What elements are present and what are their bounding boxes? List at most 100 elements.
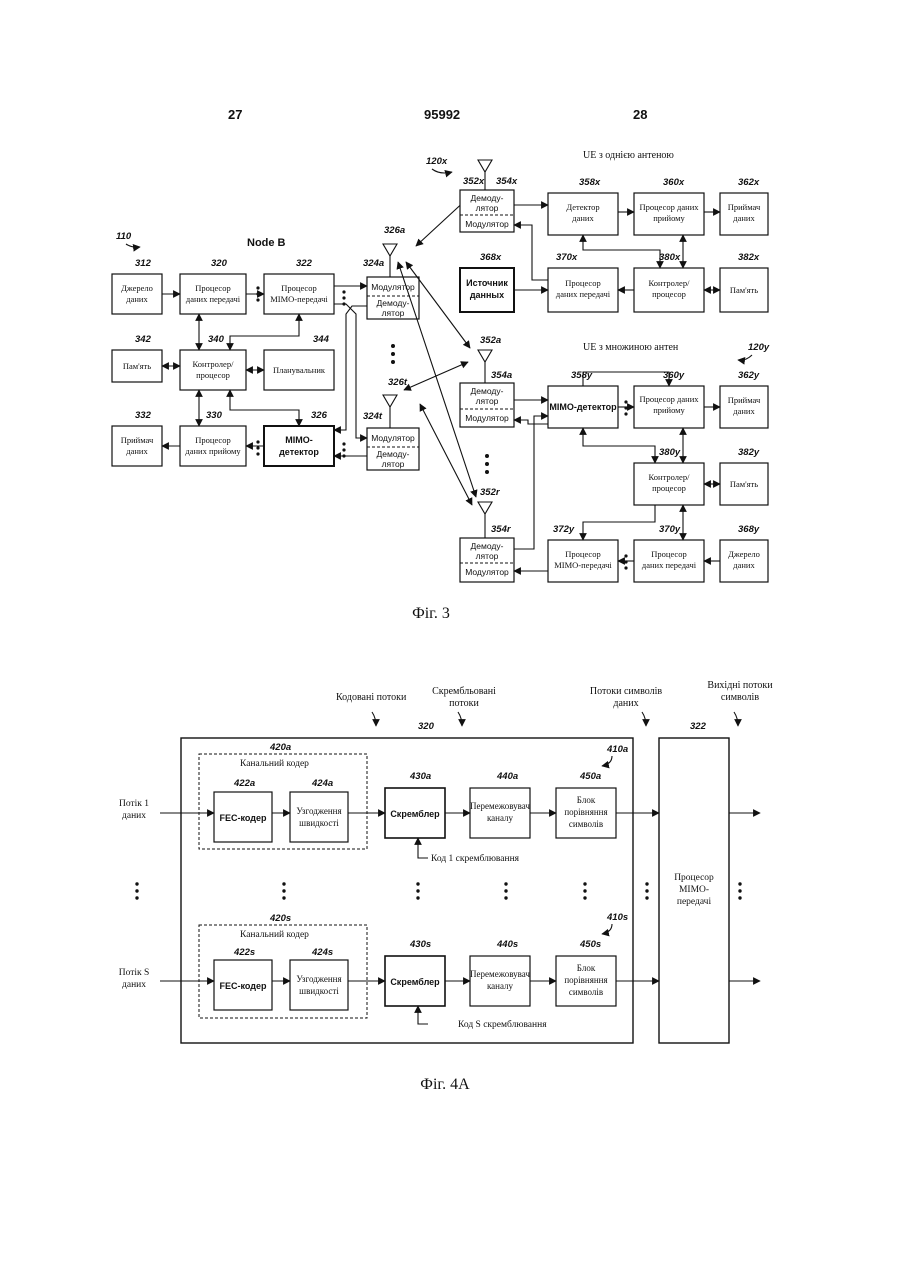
mod-354x-label: Модулятор: [465, 219, 509, 229]
ref-370x: 370x: [556, 252, 578, 263]
fec-coder-s-label: FEC-кодер: [220, 981, 267, 991]
ref-352r: 352r: [480, 487, 501, 498]
ref-354x: 354x: [496, 176, 518, 187]
stream-1-l2: даних: [122, 811, 146, 821]
ref-358x: 358x: [579, 177, 601, 188]
controller-ue-y-l1: Контролер/: [649, 472, 691, 482]
mod-354a-label: Модулятор: [465, 413, 509, 423]
ref-326a: 326a: [384, 225, 405, 236]
ref-110: 110: [116, 231, 132, 242]
memory-ue-x-label: Пам'ять: [730, 285, 758, 295]
demod-324a-l2: лятор: [382, 308, 405, 318]
symbol-mapper-a-l2: порівняння: [564, 807, 607, 817]
controller-ue-x-l1: Контролер/: [649, 278, 691, 288]
rate-match-a-l2: швидкості: [299, 818, 339, 828]
tx-data-proc-l1: Процесор: [195, 283, 230, 293]
ue-multi-title: UE з множиною антен: [583, 342, 679, 353]
stream-s-l1: Потік S: [119, 968, 150, 978]
ref-326: 326: [311, 410, 328, 421]
demod-354x-l2: лятор: [476, 203, 499, 213]
channel-coder-s-label: Канальний кодер: [240, 929, 309, 940]
data-sink-ue-y-l2: даних: [733, 406, 755, 416]
mimo-tx-l3: передачі: [677, 897, 712, 907]
ref-368y: 368y: [738, 524, 760, 535]
interleaver-s-l1: Перемежовувач: [470, 969, 530, 979]
tx-mimo-proc-ue-l1: Процесор: [565, 549, 600, 559]
scheduler-label: Планувальник: [273, 365, 326, 375]
ref-340: 340: [208, 334, 225, 345]
mimo-detector-node-b-l1: MIMO-: [285, 435, 313, 445]
mimo-detector-node-b-l2: детектор: [279, 447, 319, 457]
ref-450s: 450s: [579, 939, 601, 950]
mimo-detector-node-b-box: [264, 426, 334, 466]
data-source-l2: даних: [126, 294, 148, 304]
ref-322: 322: [296, 258, 313, 269]
rx-data-proc-ue-x-l1: Процесор даних: [639, 202, 699, 212]
scramble-code-s: Код S скремблювання: [458, 1019, 547, 1030]
ref-326t: 326t: [388, 377, 408, 388]
ref-430a: 430a: [409, 771, 431, 782]
col-symbols-l1: Потоки символів: [590, 686, 662, 697]
tx-mimo-proc-l1: Процесор: [281, 283, 316, 293]
tx-data-proc-l2: даних передачі: [186, 294, 241, 304]
ref-354a: 354a: [491, 370, 512, 381]
fig3-caption: Фіг. 3: [412, 605, 450, 622]
ref-424s: 424s: [311, 947, 333, 958]
demod-354a-l1: Демоду-: [471, 386, 504, 396]
demod-354r-l2: лятор: [476, 551, 499, 561]
ref-380y: 380y: [659, 447, 681, 458]
demod-354a-l2: лятор: [476, 396, 499, 406]
mimo-tx-l1: Процесор: [674, 873, 714, 883]
scramble-code-1: Код 1 скремблювання: [431, 853, 520, 864]
ref-354r: 354r: [491, 524, 512, 535]
symbol-mapper-s-l2: порівняння: [564, 975, 607, 985]
data-sink-ue-x-l1: Приймач: [728, 202, 761, 212]
memory-node-b-label: Пам'ять: [123, 361, 151, 371]
controller-node-b-l2: процесор: [196, 370, 230, 380]
modulator-324t-label: Модулятор: [371, 433, 415, 443]
ref-120y: 120y: [748, 342, 770, 353]
ref-332: 332: [135, 410, 152, 421]
demod-324a-l1: Демоду-: [377, 298, 410, 308]
rx-data-proc-ue-x-l2: прийому: [653, 213, 685, 223]
ref-344: 344: [313, 334, 330, 345]
ref-120x: 120x: [426, 156, 448, 167]
ref-322-4a: 322: [690, 721, 707, 732]
ref-324a: 324a: [363, 258, 384, 269]
controller-ue-x-l2: процесор: [652, 289, 686, 299]
channel-coder-a-label: Канальний кодер: [240, 758, 309, 769]
controller-ue-y-l2: процесор: [652, 483, 686, 493]
col-scrambled-l2: потоки: [449, 698, 479, 709]
symbol-mapper-a-l3: символів: [569, 819, 603, 829]
node-b-label: Node B: [247, 237, 286, 249]
symbol-mapper-a-l1: Блок: [577, 795, 596, 805]
ref-422s: 422s: [233, 947, 255, 958]
mimo-detector-ue-label: MIMO-детектор: [549, 402, 617, 412]
ref-330: 330: [206, 410, 223, 421]
ref-370y: 370y: [659, 524, 681, 535]
ref-410a: 410a: [606, 744, 628, 755]
tx-data-proc-ue-x-l1: Процесор: [565, 278, 600, 288]
ref-410s: 410s: [606, 912, 628, 923]
ref-352a: 352a: [480, 335, 501, 346]
tx-data-proc-ue-x-l2: даних передачі: [556, 289, 611, 299]
ref-362x: 362x: [738, 177, 760, 188]
rate-match-a-box: [290, 792, 348, 842]
rate-match-s-l1: Узгодження: [296, 974, 341, 984]
ref-352x: 352x: [463, 176, 485, 187]
ref-372y: 372y: [553, 524, 575, 535]
ref-430s: 430s: [409, 939, 431, 950]
ref-450a: 450a: [579, 771, 601, 782]
interleaver-s-l2: каналу: [487, 981, 514, 991]
controller-node-b-l1: Контролер/: [193, 359, 235, 369]
ref-382y: 382y: [738, 447, 760, 458]
col-scrambled-l1: Скрембльовані: [432, 686, 496, 697]
rate-match-s-l2: швидкості: [299, 986, 339, 996]
symbol-mapper-s-l3: символів: [569, 987, 603, 997]
rx-data-proc-ue-y-l2: прийому: [653, 405, 685, 415]
ref-440a: 440a: [496, 771, 518, 782]
ref-362y: 362y: [738, 370, 760, 381]
ue-single-title: UE з однією антеною: [583, 150, 674, 161]
